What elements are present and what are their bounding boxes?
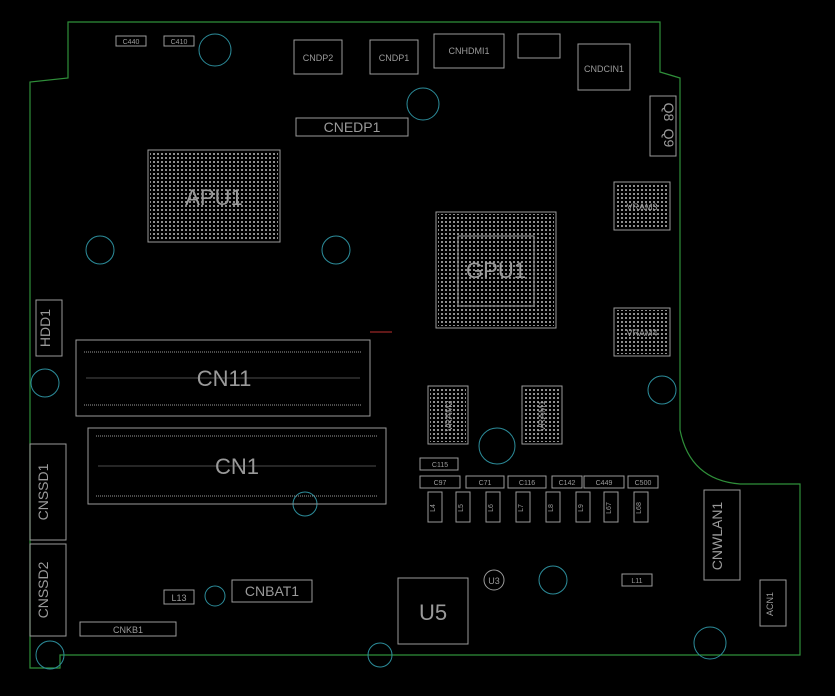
hdd1-connector[interactable]: HDD1 xyxy=(35,299,63,357)
vram4-label: VRAM4 xyxy=(626,328,657,338)
usb-connector[interactable] xyxy=(517,33,561,59)
c449-label: C449 xyxy=(596,480,613,487)
cnssd2-label: CNSSD2 xyxy=(35,561,51,618)
apu-chip[interactable]: APU1 xyxy=(147,149,281,243)
u5-label: U5 xyxy=(419,600,447,625)
c410-label: C410 xyxy=(171,39,188,46)
hdd1-label: HDD1 xyxy=(37,309,53,347)
c97-label: C97 xyxy=(434,480,447,487)
cnedp1-connector[interactable]: CNEDP1 xyxy=(295,117,409,137)
vram1-chip[interactable]: VRAM1 xyxy=(521,385,563,445)
vram4-chip[interactable]: VRAM4 xyxy=(613,307,671,357)
c500-label: C500 xyxy=(635,480,652,487)
cnssd2-connector[interactable]: CNSSD2 xyxy=(29,543,67,637)
board-outline xyxy=(29,21,801,669)
cnwlan1-label: CNWLAN1 xyxy=(709,502,725,571)
c116-label: C116 xyxy=(519,480,535,487)
c115-label: C115 xyxy=(432,462,448,469)
gpu-label: GPU1 xyxy=(466,258,526,283)
u5-chip[interactable]: U5 xyxy=(397,577,469,645)
l67-label: L67 xyxy=(606,502,613,514)
l13-label: L13 xyxy=(171,593,186,603)
vram2-chip[interactable]: VRAM2 xyxy=(427,385,469,445)
cn11-slot[interactable]: CN11 xyxy=(75,339,371,417)
cnkb1-connector[interactable]: CNKB1 xyxy=(79,621,177,637)
cn1-slot[interactable]: CN1 xyxy=(87,427,387,505)
cnedp1-label: CNEDP1 xyxy=(324,119,381,135)
gpu-chip[interactable]: GPU1 xyxy=(435,211,557,329)
c142-label: C142 xyxy=(559,480,576,487)
l5-label: L5 xyxy=(458,504,465,512)
mounting-holes xyxy=(30,33,727,670)
cndp1-label: CNDP1 xyxy=(379,53,410,63)
l6-label: L6 xyxy=(488,504,495,512)
l8-label: L8 xyxy=(548,504,555,512)
inductor-row: L4 L5 L6 L7 L8 L9 L67 L68 xyxy=(427,491,649,523)
l9-label: L9 xyxy=(578,504,585,512)
capacitor-row: C115 C97 C71 C116 C142 C449 C500 C440 C4… xyxy=(115,35,659,489)
l7-label: L7 xyxy=(518,504,525,512)
u3-label: U3 xyxy=(488,576,500,586)
cndp2-label: CNDP2 xyxy=(303,53,334,63)
acn1-connector[interactable]: ACN1 xyxy=(759,579,787,627)
vram1-label: VRAM1 xyxy=(537,400,547,431)
cnkb1-label: CNKB1 xyxy=(113,625,143,635)
cnssd1-label: CNSSD1 xyxy=(35,463,51,520)
l13-inductor[interactable]: L13 xyxy=(163,589,195,605)
vram3-chip[interactable]: VRAM3 xyxy=(613,181,671,231)
c71-label: C71 xyxy=(479,480,492,487)
u3-chip[interactable]: U3 xyxy=(483,569,505,591)
cndcin1-label: CNDCIN1 xyxy=(584,64,624,74)
cnhdmi1-label: CNHDMI1 xyxy=(448,46,489,56)
acn1-label: ACN1 xyxy=(765,592,775,616)
cnwlan1-connector[interactable]: CNWLAN1 xyxy=(703,489,741,581)
q8-label: Q8 xyxy=(661,103,677,122)
cnbat1-label: CNBAT1 xyxy=(245,583,299,599)
cndcin1-connector[interactable]: CNDCIN1 xyxy=(577,43,631,91)
apu-label: APU1 xyxy=(185,185,242,210)
q8-q9[interactable]: Q8 Q9 xyxy=(649,95,677,157)
cnbat1-connector[interactable]: CNBAT1 xyxy=(231,579,313,603)
cnssd1-connector[interactable]: CNSSD1 xyxy=(29,443,67,541)
c440-label: C440 xyxy=(123,39,140,46)
vram3-label: VRAM3 xyxy=(626,202,657,212)
l11-inductor[interactable]: L11 xyxy=(621,573,653,587)
cn1-label: CN1 xyxy=(215,454,259,479)
cn11-label: CN11 xyxy=(197,366,252,391)
cnhdmi1-connector[interactable]: CNHDMI1 xyxy=(433,33,505,69)
l11-label: L11 xyxy=(631,578,642,585)
vram2-label: VRAM2 xyxy=(444,400,454,431)
cndp1-connector[interactable]: CNDP1 xyxy=(369,39,419,75)
cndp2-connector[interactable]: CNDP2 xyxy=(293,39,343,75)
l68-label: L68 xyxy=(636,502,643,514)
q9-label: Q9 xyxy=(661,129,677,148)
l4-label: L4 xyxy=(430,504,437,512)
